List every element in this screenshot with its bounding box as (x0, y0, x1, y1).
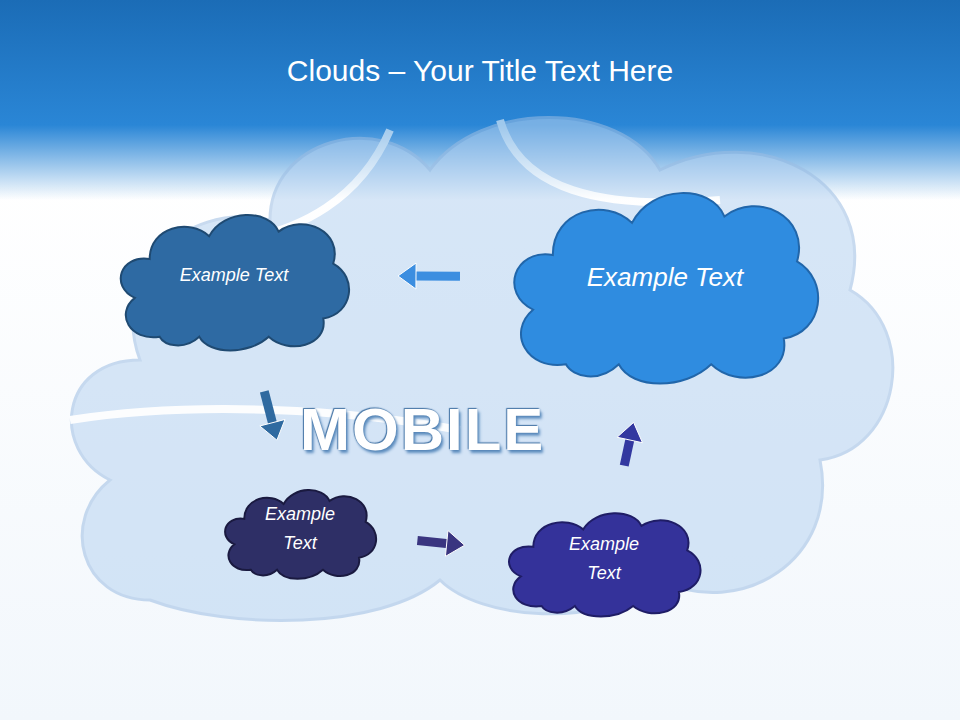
cloud-shape (121, 215, 349, 350)
cloud-node: Example Text (110, 195, 358, 355)
arrow-head (398, 263, 416, 289)
block-arrow (617, 422, 642, 465)
segment-line (500, 120, 720, 202)
cloud-node: Example Text (500, 165, 830, 390)
arrow-head (260, 419, 285, 440)
arrow-shaft (414, 272, 460, 281)
big-cloud (71, 118, 892, 621)
block-arrow (398, 263, 460, 289)
cloud-shape (514, 193, 818, 384)
arrow-head (445, 531, 464, 557)
slide-title: Clouds – Your Title Text Here (0, 54, 960, 88)
cloud-node: Example Text (218, 477, 382, 582)
node-text: Example Text (554, 530, 654, 588)
arrow-shaft (624, 438, 630, 466)
cloud-outline (500, 498, 708, 620)
watermark-word: MOBILE (300, 395, 545, 464)
block-arrow (260, 391, 285, 440)
arrow-shaft (417, 541, 448, 544)
node-text: Example Text (250, 500, 350, 558)
arrow-shaft (264, 391, 273, 424)
node-text: Example Text (587, 257, 744, 299)
node-text: Example Text (180, 261, 288, 290)
cloud-node: Example Text (500, 498, 708, 620)
block-arrow (417, 531, 464, 557)
arrow-head (617, 422, 642, 442)
cloud-shape (509, 513, 701, 616)
cloud-shape (225, 490, 376, 579)
cloud-outline (218, 477, 382, 582)
